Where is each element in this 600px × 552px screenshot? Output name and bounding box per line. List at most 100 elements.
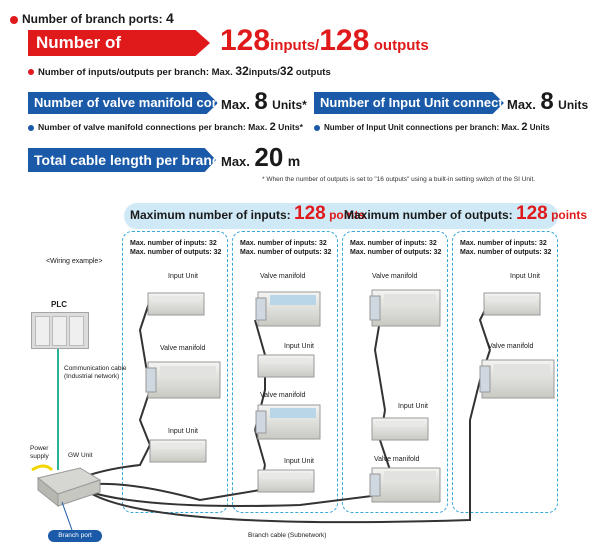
max-outputs-number: 128 [516,203,548,224]
valve-manifold-icon [369,467,441,503]
input-max: Max. 8 Units [507,88,588,116]
panel-4-device-1-label: Input Unit [510,273,540,280]
panel-2-device-2-label: Input Unit [284,343,314,350]
panel-2-device-3-label: Valve manifold [260,392,306,399]
plc-label: PLC [51,300,67,309]
io-inputs-number: 128 [220,24,271,57]
panel-3-device-2-label: Input Unit [398,403,428,410]
branch-port-leader [61,501,73,531]
panel-3-inputs: Max. number of inputs: 32 [350,240,437,247]
branch-panel-1 [122,231,228,513]
panel-4-outputs: Max. number of outputs: 32 [460,249,552,256]
branch-panel-4 [452,231,558,513]
input-unit-icon [257,469,315,493]
panel-3-device-1-label: Valve manifold [372,273,418,280]
power-supply-label: Power supply [30,445,49,461]
valve-manifold-icon [479,359,555,399]
footnote: * When the number of outputs is set to "… [262,176,536,183]
red-bullet-icon [10,15,18,24]
panel-1-device-2-label: Valve manifold [160,345,206,352]
io-outputs-number: 128 [319,24,370,57]
io-inputs-unit: inputs/ [270,37,320,54]
io-sub-prefix: Number of inputs/outputs per branch: Max… [38,67,233,78]
power-label-line2: supply [30,453,49,460]
blue-bullet-icon [314,124,320,131]
input-max-unit: Units [558,98,589,112]
panel-1-inputs: Max. number of inputs: 32 [130,240,217,247]
max-inputs-number: 128 [294,203,326,224]
valve-manifold-icon [255,291,321,327]
io-count: 128inputs/128 outputs [220,24,429,58]
input-sub-prefix: Number of Input Unit connections per bra… [324,123,520,132]
plc-slot [35,316,50,346]
comm-cable-label: Communication cable (Industrial network) [64,365,127,381]
input-unit-icon [371,417,429,441]
io-outputs-unit: outputs [373,37,429,54]
cable-max-unit: m [287,153,301,169]
panel-4-device-2-label: Valve manifold [488,343,534,350]
max-outputs: Maximum number of outputs: 128 points [344,203,587,225]
panel-2-outputs: Max. number of outputs: 32 [240,249,332,256]
panel-3-device-3-label: Valve manifold [374,456,420,463]
plc-slot [52,316,67,346]
valve-manifold-icon [255,404,321,440]
max-outputs-unit: points [551,208,588,222]
power-cable [31,464,54,472]
valve-max: Max. 8 Units* [221,88,307,116]
comm-cable-label-line2: (Industrial network) [64,373,120,380]
valve-manifold-icon [145,361,221,399]
cable-max-number: 20 [254,142,284,172]
branch-panel-3 [342,231,448,513]
input-max-label: Max. [507,97,536,112]
io-sub-outputs: 32 [279,64,294,78]
branch-ports-line: Number of branch ports: 4 [10,10,174,26]
wiring-example-label: <Wiring example> [46,258,103,265]
plc-slot [69,316,84,346]
input-unit-icon [147,292,205,316]
max-inputs-label: Maximum number of inputs: [130,208,291,222]
input-unit-icon [257,354,315,378]
plc-icon [31,312,89,349]
input-unit-icon [149,439,207,463]
panel-2-inputs: Max. number of inputs: 32 [240,240,327,247]
input-sub-number: 2 [521,121,528,133]
max-inputs-unit: points [329,208,366,222]
valve-manifold-icon [369,289,441,327]
panel-2-labels: Max. number of inputs: 32 Max. number of… [240,239,331,257]
valve-heading-bar: Number of valve manifold connections [28,92,218,114]
max-outputs-label: Maximum number of outputs: [344,208,513,222]
blue-bullet-icon [28,124,34,131]
panel-1-device-1-label: Input Unit [168,273,198,280]
max-points-band [124,203,558,229]
red-bullet-icon [28,69,34,76]
gw-unit-icon [36,467,102,508]
panel-2-device-1-label: Valve manifold [260,273,306,280]
panel-3-outputs: Max. number of outputs: 32 [350,249,442,256]
valve-sub-line: Number of valve manifold connections per… [28,121,303,133]
panel-1-device-3-label: Input Unit [168,428,198,435]
panel-2-device-4-label: Input Unit [284,458,314,465]
valve-sub-number: 2 [269,121,276,133]
power-label-line1: Power [30,445,49,452]
valve-max-label: Max. [221,97,250,112]
input-sub-unit: Units [529,123,550,132]
valve-sub-unit: Units* [278,122,303,132]
input-unit-icon [483,292,541,316]
input-max-number: 8 [540,88,554,115]
input-sub-line: Number of Input Unit connections per bra… [314,121,550,133]
branch-panel-2 [232,231,338,513]
panel-1-labels: Max. number of inputs: 32 Max. number of… [130,239,221,257]
branch-cable-label: Branch cable (Subnetwork) [248,532,327,539]
gw-unit-label: GW Unit [68,452,93,459]
io-sub-inputs: 32 [235,64,249,78]
branch-ports-label: Number of branch ports: [22,12,163,26]
panel-1-outputs: Max. number of outputs: 32 [130,249,222,256]
branch-port-badge: Branch port [48,530,102,542]
panel-4-inputs: Max. number of inputs: 32 [460,240,547,247]
comm-cable-label-line1: Communication cable [64,365,127,372]
panel-4-labels: Max. number of inputs: 32 Max. number of… [460,239,551,257]
valve-max-unit: Units* [272,98,307,112]
input-heading-bar: Number of Input Unit connections [314,92,504,114]
branch-ports-value: 4 [166,10,174,26]
